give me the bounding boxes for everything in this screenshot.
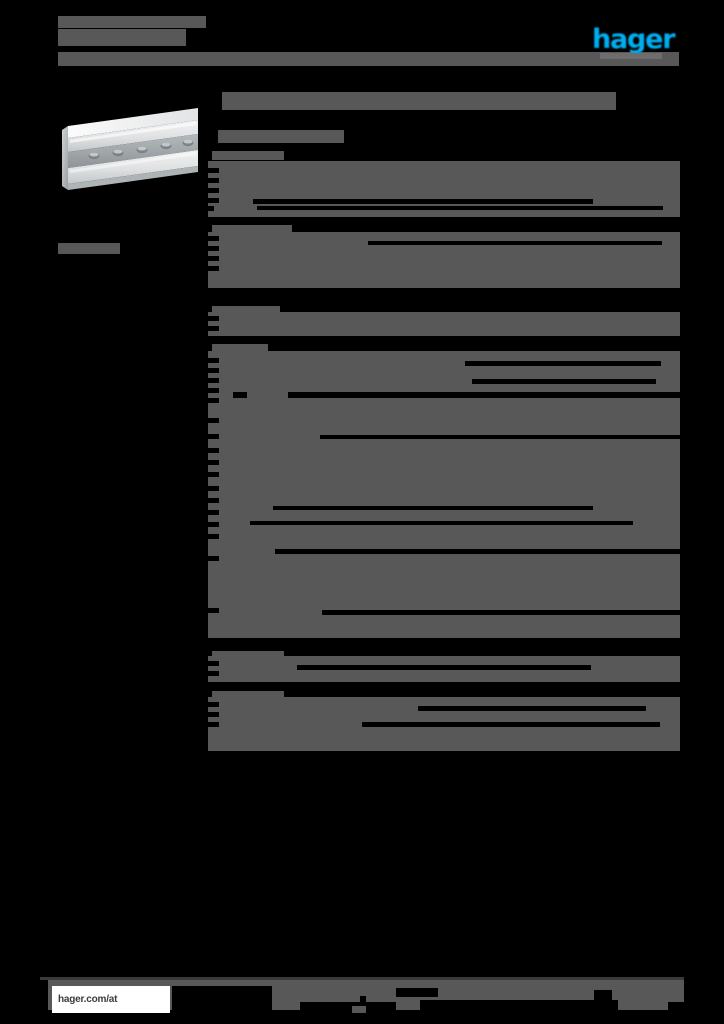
header-title-line-2 [58,29,186,46]
row-gap [208,316,219,321]
cable-trunking-photo-icon [62,108,198,190]
sidebar-caption [58,243,120,254]
value-cut [275,549,680,554]
footer-center-mark [352,1006,366,1013]
row-gap [208,534,219,539]
row-gap [208,671,219,676]
row-gap [208,198,219,203]
row-gap [208,418,219,423]
row-gap [208,702,219,707]
row-gap [208,661,219,666]
spec-group-1-header [212,151,284,160]
row-gap [208,178,219,183]
footer-url-link[interactable]: hager.com/at [52,986,170,1013]
row-gap [208,206,214,211]
row-gap [208,368,219,373]
row-gap [208,266,219,271]
value-cut [250,521,633,525]
row-gap [208,188,219,193]
row-gap [208,358,219,363]
row-gap [208,498,219,503]
value-cut [233,392,247,398]
value-cut [465,361,661,366]
value-cut [253,199,593,204]
spec-group-6-header [212,691,284,700]
footer-gap [300,1002,396,1013]
row-gap [208,398,219,403]
row-gap [208,608,219,613]
row-gap [208,722,219,727]
hager-logo-tagline [600,53,662,59]
row-gap [208,448,219,453]
row-gap [208,168,219,173]
value-cut [472,379,656,384]
spec-group-4-body [208,351,680,638]
footer-gap [420,1000,618,1013]
row-gap [208,486,219,491]
row-gap [208,556,219,561]
row-gap [208,378,219,383]
footer-gap [396,988,438,997]
footer-divider [40,977,684,980]
row-gap [208,460,219,465]
value-cut [297,665,591,670]
page-header: hager [0,0,724,80]
spec-group-2-header [212,225,292,234]
footer-gap [668,1002,684,1013]
row-gap [208,510,219,515]
footer-gap [360,996,366,1003]
spec-group-4-header [212,344,268,353]
row-gap [208,434,219,439]
footer-gap [172,986,272,1013]
value-cut [418,706,646,711]
row-gap [208,522,219,527]
spec-group-5-header [212,651,284,660]
spec-group-3-header [212,306,280,315]
value-cut [368,241,662,245]
hager-logo-wordmark: hager [592,24,676,55]
value-cut [257,206,663,210]
product-photo [56,90,204,204]
value-cut [322,610,680,615]
header-divider [58,52,679,66]
footer-gap [594,990,612,1014]
value-cut [362,722,660,727]
row-gap [208,472,219,477]
row-gap [208,388,219,393]
value-cut [320,435,680,439]
page-title [222,92,616,110]
hager-logo[interactable]: hager [592,26,680,54]
page-subtitle [218,130,344,143]
value-cut [273,506,593,510]
spec-group-3-body [208,312,680,336]
footer-url-text: hager.com/at [58,994,118,1005]
row-gap [208,256,219,261]
value-cut [288,392,680,398]
row-gap [208,246,219,251]
row-gap [208,712,219,717]
row-gap [208,326,219,331]
row-gap [208,236,219,241]
header-title-line-1 [58,16,206,28]
